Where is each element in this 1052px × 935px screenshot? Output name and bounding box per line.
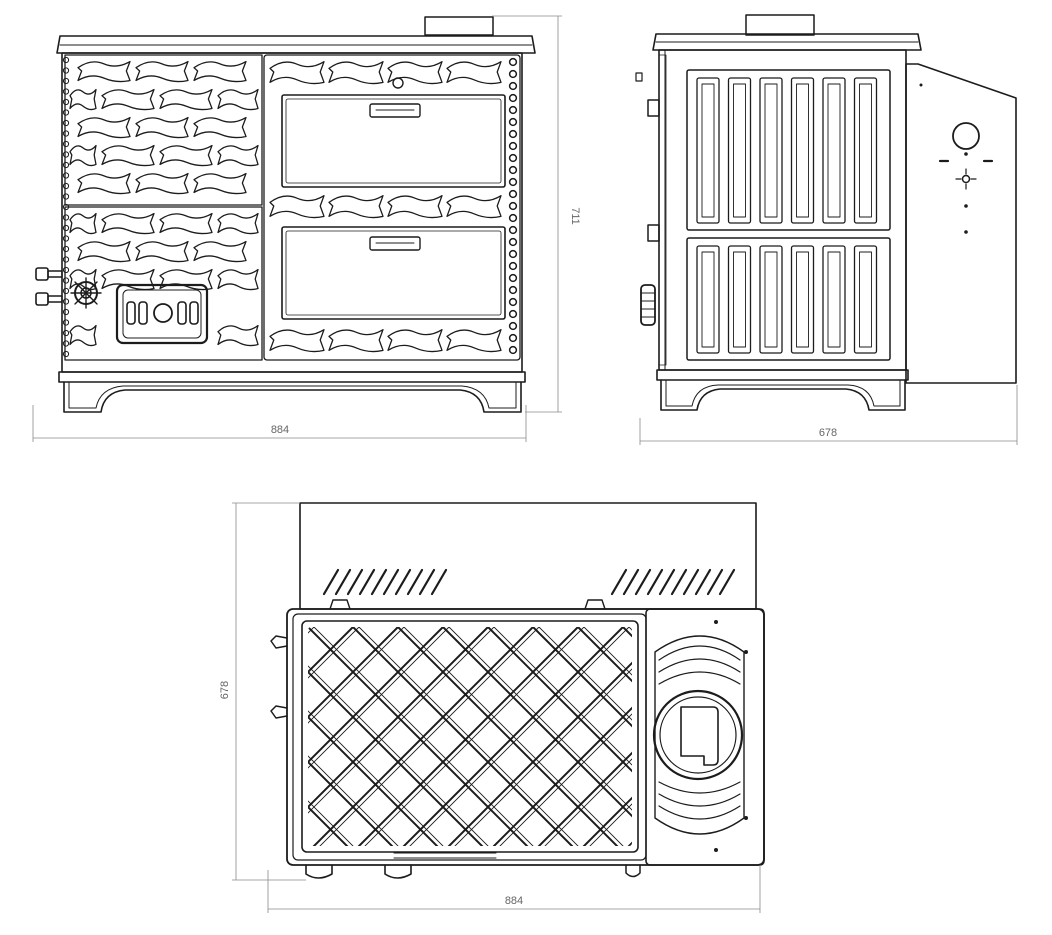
top-front-knob-icon — [384, 864, 412, 879]
front-feet — [63, 381, 522, 413]
top-hotplate-lattice — [308, 627, 632, 846]
top-width-label: 884 — [505, 895, 523, 907]
front-lower-left-panel — [64, 206, 263, 361]
side-depth-label: 678 — [819, 427, 837, 439]
front-oven-frame — [263, 54, 521, 361]
front-oven-tile-band — [269, 61, 502, 353]
top-vent-slots — [322, 568, 448, 596]
top-firebox-lid-icon — [652, 689, 744, 781]
top-control-knob-icon — [270, 635, 288, 719]
front-upper-oven-handle — [369, 103, 421, 118]
front-height-label: 711 — [569, 207, 581, 225]
top-firebox-plate — [645, 608, 765, 866]
side-plinth — [656, 369, 909, 381]
front-upper-left-panel — [64, 54, 263, 206]
side-lower-ribs — [696, 245, 878, 354]
front-upper-oven-door — [281, 94, 506, 188]
side-feet — [660, 379, 906, 411]
top-vent-slots — [610, 568, 736, 596]
top-hob-body — [286, 608, 765, 866]
top-rear-housing — [299, 502, 757, 610]
side-upper-ribs — [696, 77, 878, 224]
top-depth-label: 678 — [219, 681, 231, 699]
front-draft-wheel-icon — [70, 277, 102, 309]
front-rivet-column — [62, 56, 70, 358]
top-front-knob-icon — [305, 864, 333, 879]
front-left-tile-pattern — [69, 60, 259, 347]
front-plinth — [58, 371, 526, 383]
top-lifting-tab — [329, 599, 351, 610]
front-lower-oven-handle — [369, 236, 421, 251]
side-flue-outlet-icon — [952, 122, 980, 150]
side-mounting-marks — [919, 83, 994, 234]
side-lower-panel — [686, 237, 891, 361]
top-view: 678 884 — [219, 502, 765, 913]
side-view: 678 — [635, 14, 1018, 445]
front-flue-collar — [424, 16, 494, 36]
front-ash-door — [115, 283, 209, 345]
top-hotplate — [301, 620, 639, 853]
front-view: 884 711 — [32, 15, 581, 442]
top-lid-lifter — [680, 706, 719, 766]
front-control-knob-icon — [35, 292, 63, 306]
front-rivet-column — [508, 57, 518, 355]
top-front-knob-icon — [625, 864, 641, 878]
front-thermometer-icon — [392, 77, 404, 89]
top-lifting-tab — [584, 599, 606, 610]
side-upper-panel — [686, 69, 891, 231]
front-control-knob-icon — [35, 267, 63, 281]
front-width-label: 884 — [271, 424, 289, 436]
side-hinge-icon — [635, 72, 660, 326]
front-lower-oven-door — [281, 226, 506, 320]
side-rear-housing — [905, 63, 1017, 384]
top-firebox-rings — [654, 635, 745, 835]
side-flue-collar — [745, 14, 815, 36]
